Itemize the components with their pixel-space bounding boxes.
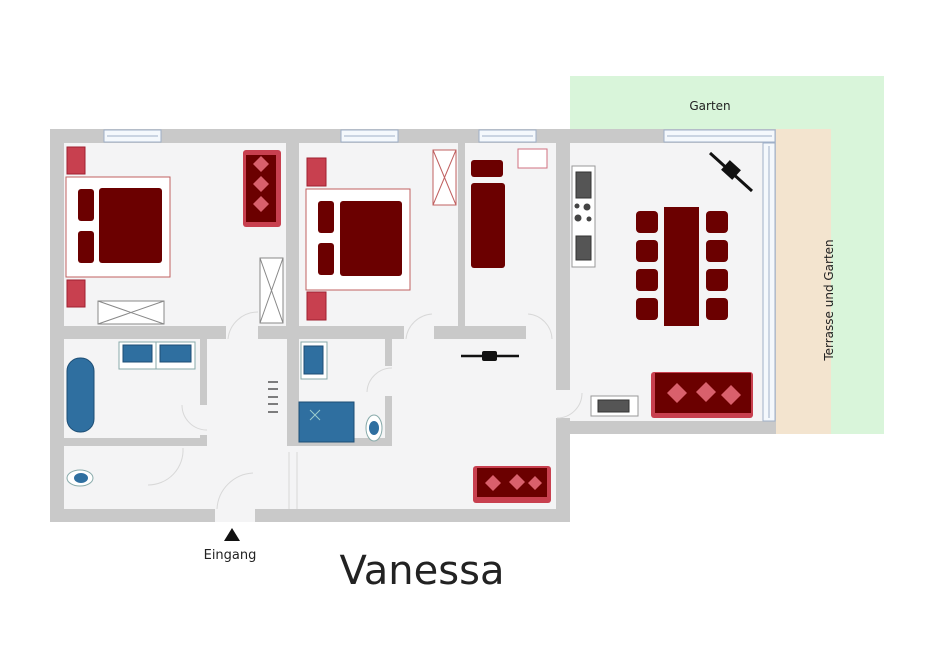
windows — [103, 129, 776, 422]
garden-label: Garten — [689, 99, 730, 113]
bathtub — [66, 357, 95, 433]
toilet-bathroom-2 — [365, 414, 383, 442]
double-sink — [118, 341, 196, 370]
bed-double-1 — [65, 146, 171, 308]
door-bedroom-1 — [226, 326, 258, 339]
door-living-link — [556, 390, 570, 418]
entrance-arrow-icon — [224, 528, 240, 541]
entrance-door — [215, 509, 255, 522]
door-swings — [147, 311, 583, 510]
terrace-label: Terrasse und Garten — [822, 239, 836, 361]
bed-double-2 — [305, 157, 411, 321]
stairs-marks — [268, 381, 278, 413]
terrace-area — [776, 129, 831, 434]
tv-unit — [590, 395, 639, 417]
dining-table — [636, 207, 728, 326]
kitchen-counter — [571, 165, 596, 268]
door-room-3 — [526, 326, 556, 339]
shower — [298, 401, 355, 443]
sofa-living-dining — [651, 372, 753, 418]
plan-title: Vanessa — [340, 548, 505, 594]
single-bed — [471, 148, 548, 268]
wardrobes — [97, 149, 457, 325]
door-bedroom-2 — [404, 326, 434, 339]
ceiling-fan-living-icon — [461, 351, 519, 361]
entrance-label: Eingang — [204, 548, 257, 563]
sink-bathroom-2 — [300, 341, 328, 380]
toilet-wc — [66, 469, 94, 487]
ceiling-fan-icon — [708, 151, 754, 193]
sofa-living — [473, 466, 551, 503]
door-bathroom-2 — [385, 366, 392, 396]
door-wc — [145, 446, 207, 487]
sofa-bedroom-1 — [243, 150, 281, 227]
door-bathroom-1 — [200, 405, 207, 435]
